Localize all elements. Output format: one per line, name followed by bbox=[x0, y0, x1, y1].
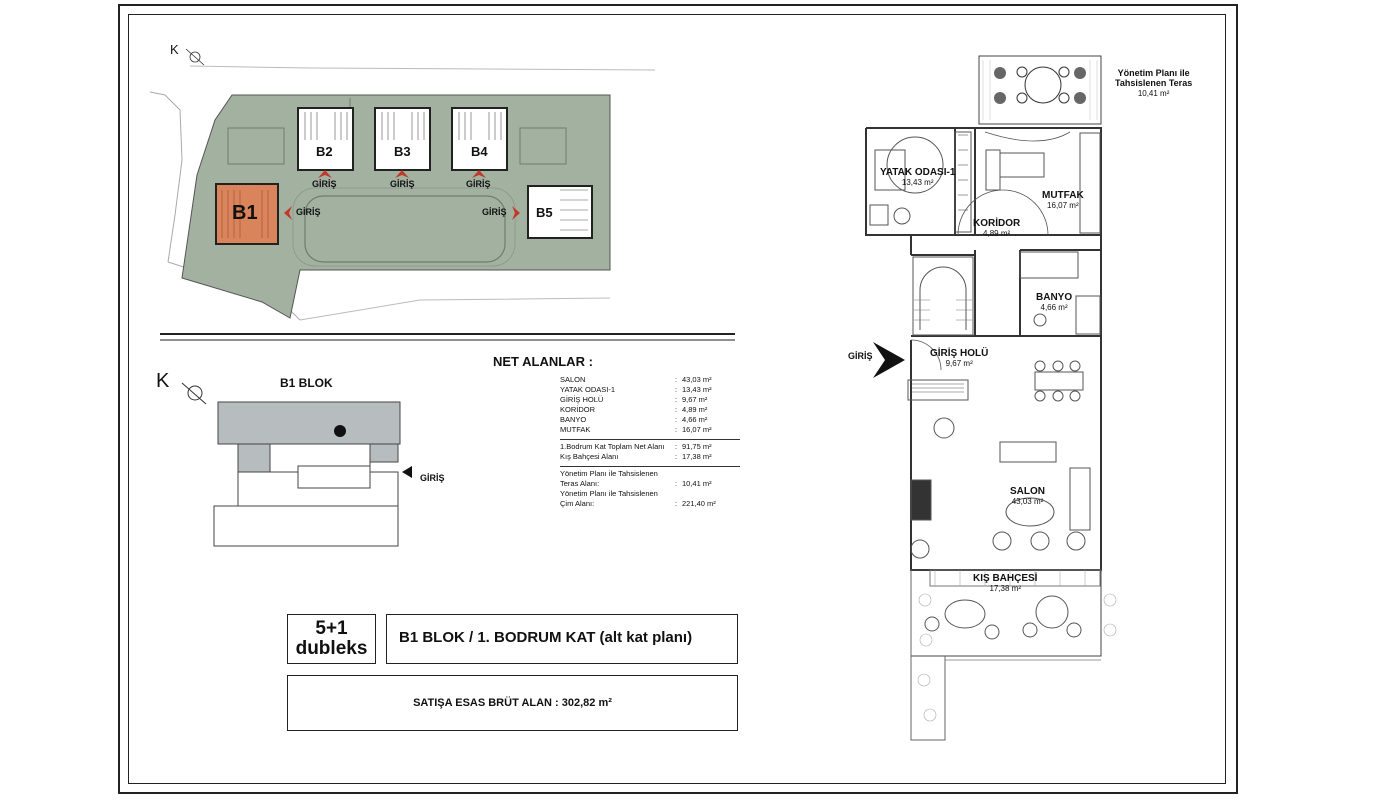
net-area-row: GİRİŞ HOLÜ:9,67 m² bbox=[560, 395, 740, 406]
extra-row: Teras Alanı::10,41 m² bbox=[560, 479, 740, 490]
unit-type-line1: 5+1 bbox=[315, 618, 348, 640]
net-areas-table: SALON:43,03 m² YATAK ODASI-1:13,43 m² Gİ… bbox=[560, 375, 740, 510]
room-area: 43,03 m² bbox=[682, 375, 712, 384]
extra-name: Teras Alanı: bbox=[560, 479, 600, 488]
room-area: 9,67 m² bbox=[945, 359, 973, 368]
room-name: GİRİŞ HOLÜ bbox=[930, 348, 989, 359]
colon: : bbox=[674, 442, 678, 451]
outer-frame bbox=[118, 4, 1238, 794]
room-name: YATAK ODASI-1 bbox=[560, 385, 616, 394]
room-name: MUTFAK bbox=[560, 425, 591, 434]
block-b2-label: B2 bbox=[316, 144, 333, 159]
net-areas-title: NET ALANLAR : bbox=[493, 354, 593, 369]
gross-area: SATIŞA ESAS BRÜT ALAN : 302,82 m² bbox=[413, 697, 612, 709]
net-area-row: BANYO:4,66 m² bbox=[560, 415, 740, 426]
net-area-row: SALON:43,03 m² bbox=[560, 375, 740, 386]
total-row: Kış Bahçesi Alanı:17,38 m² bbox=[560, 452, 740, 463]
colon: : bbox=[674, 385, 678, 394]
room-area: 4,89 m² bbox=[983, 229, 1011, 238]
room-name: GİRİŞ HOLÜ bbox=[560, 395, 604, 404]
room-area: 9,67 m² bbox=[682, 395, 708, 404]
room-winter-garden: KIŞ BAHÇESİ 17,38 m² bbox=[973, 573, 1037, 593]
room-area: 16,07 m² bbox=[1047, 201, 1079, 210]
block-key-title: B1 BLOK bbox=[280, 376, 333, 390]
unit-type-box: 5+1 dubleks bbox=[287, 614, 376, 664]
room-area: 13,43 m² bbox=[682, 385, 712, 394]
colon: : bbox=[674, 452, 678, 461]
site-north-label: K bbox=[170, 42, 179, 57]
net-area-row: MUTFAK:16,07 m² bbox=[560, 425, 740, 436]
terrace-area: 10,41 m² bbox=[1137, 88, 1170, 98]
terrace-line2: Tahsislenen Teras bbox=[1115, 78, 1193, 89]
net-area-row: YATAK ODASI-1:13,43 m² bbox=[560, 385, 740, 396]
separator bbox=[560, 439, 740, 440]
colon: : bbox=[674, 499, 678, 508]
room-name: KORİDOR bbox=[973, 218, 1021, 229]
block-b3-label: B3 bbox=[394, 144, 411, 159]
room-area: 4,89 m² bbox=[682, 405, 708, 414]
room-name: KORİDOR bbox=[560, 405, 596, 414]
room-area: 4,66 m² bbox=[682, 415, 708, 424]
block-key-entrance: GİRİŞ bbox=[420, 473, 445, 483]
extra-line: Yönetim Planı ile Tahsislenen bbox=[560, 469, 658, 478]
entrance-label: GİRİŞ bbox=[466, 179, 491, 189]
total-row: 1.Bodrum Kat Toplam Net Alanı:91,75 m² bbox=[560, 442, 740, 453]
extra-area: 10,41 m² bbox=[682, 479, 712, 488]
extra-line: Yönetim Planı ile Tahsislenen bbox=[560, 489, 658, 498]
separator bbox=[560, 466, 740, 467]
room-bath: BANYO 4,66 m² bbox=[1036, 292, 1072, 312]
plan-title: B1 BLOK / 1. BODRUM KAT (alt kat planı) bbox=[399, 629, 693, 646]
room-name: BANYO bbox=[1036, 292, 1073, 303]
floor-entrance-label: GİRİŞ bbox=[848, 351, 873, 361]
room-kitchen: MUTFAK 16,07 m² bbox=[1042, 190, 1084, 210]
room-hall: GİRİŞ HOLÜ 9,67 m² bbox=[930, 348, 988, 368]
room-salon: SALON 43,03 m² bbox=[1010, 486, 1045, 506]
room-name: YATAK ODASI-1 bbox=[880, 167, 956, 178]
block-b4-label: B4 bbox=[471, 144, 488, 159]
room-area: 13,43 m² bbox=[901, 178, 934, 187]
plan-title-box: B1 BLOK / 1. BODRUM KAT (alt kat planı) bbox=[386, 614, 738, 664]
block-key-north: K bbox=[156, 370, 170, 392]
terrace-label: Yönetim Planı ile Tahsislenen Teras 10,4… bbox=[1115, 68, 1192, 98]
net-area-row: KORİDOR:4,89 m² bbox=[560, 405, 740, 416]
entrance-label: GİRİŞ bbox=[312, 179, 337, 189]
gross-area-box: SATIŞA ESAS BRÜT ALAN : 302,82 m² bbox=[287, 675, 738, 731]
extra-area: 221,40 m² bbox=[682, 499, 716, 508]
block-b1-label: B1 bbox=[232, 202, 258, 224]
colon: : bbox=[674, 375, 678, 384]
unit-type-line2: dubleks bbox=[295, 638, 368, 659]
colon: : bbox=[674, 425, 678, 434]
room-area: 4,66 m² bbox=[1040, 303, 1068, 312]
inner-frame bbox=[128, 14, 1226, 784]
room-corridor: KORİDOR 4,89 m² bbox=[973, 218, 1020, 238]
total-name: 1.Bodrum Kat Toplam Net Alanı bbox=[560, 442, 665, 451]
colon: : bbox=[674, 415, 678, 424]
colon: : bbox=[674, 395, 678, 404]
room-name: KIŞ BAHÇESİ bbox=[973, 573, 1038, 584]
room-name: BANYO bbox=[560, 415, 587, 424]
room-area: 43,03 m² bbox=[1011, 497, 1044, 506]
room-area: 16,07 m² bbox=[682, 425, 712, 434]
total-name: Kış Bahçesi Alanı bbox=[560, 452, 619, 461]
colon: : bbox=[674, 479, 678, 488]
room-area: 17,38 m² bbox=[989, 584, 1022, 593]
extra-row: Çim Alanı::221,40 m² bbox=[560, 499, 740, 510]
entrance-label: GİRİŞ bbox=[296, 207, 321, 217]
room-name: MUTFAK bbox=[1042, 190, 1084, 201]
entrance-label: GİRİŞ bbox=[482, 207, 507, 217]
entrance-label: GİRİŞ bbox=[390, 179, 415, 189]
block-b5-label: B5 bbox=[536, 205, 553, 220]
room-name: SALON bbox=[560, 375, 586, 384]
terrace-line1: Yönetim Planı ile bbox=[1117, 68, 1190, 78]
extra-name: Çim Alanı: bbox=[560, 499, 595, 508]
room-bedroom: YATAK ODASI-1 13,43 m² bbox=[880, 167, 955, 187]
total-area: 91,75 m² bbox=[682, 442, 712, 451]
colon: : bbox=[674, 405, 678, 414]
room-name: SALON bbox=[1010, 486, 1045, 497]
total-area: 17,38 m² bbox=[682, 452, 712, 461]
